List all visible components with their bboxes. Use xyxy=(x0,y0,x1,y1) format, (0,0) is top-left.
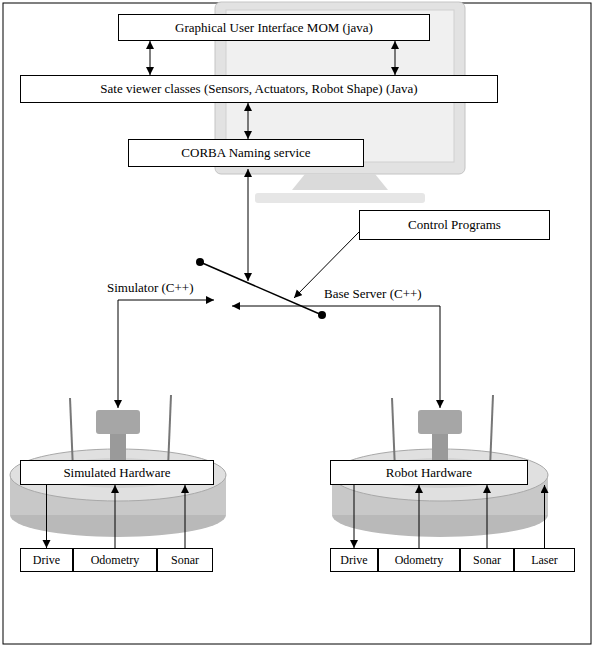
server-label: Base Server (C++) xyxy=(322,286,424,302)
component-box: Graphical User Interface MOM (java) xyxy=(118,14,430,41)
box-label: CORBA Naming service xyxy=(181,145,310,161)
box-label: Simulated Hardware xyxy=(63,465,170,481)
box-label: Drive xyxy=(33,553,60,568)
naming-link xyxy=(248,169,249,281)
arrow-connector xyxy=(46,485,47,548)
component-box: Laser xyxy=(514,548,575,572)
box-label: Odometry xyxy=(91,553,140,568)
antenna xyxy=(490,395,493,468)
arrow-connector xyxy=(115,485,116,548)
component-box: Sonar xyxy=(157,548,213,572)
box-label: Sonar xyxy=(473,553,501,568)
component-box: Odometry xyxy=(73,548,157,572)
robot-picture xyxy=(10,395,226,537)
arrow-connector xyxy=(150,41,151,75)
server-label: Simulator (C++) xyxy=(105,280,196,296)
arrow-connector xyxy=(419,485,420,548)
component-box: Drive xyxy=(330,548,378,572)
arrow-connector xyxy=(487,485,488,548)
switch-contact xyxy=(196,258,204,266)
arrow-connector xyxy=(544,485,545,548)
box-label: Sate viewer classes (Sensors, Actuators,… xyxy=(100,81,417,97)
keyboard xyxy=(255,193,425,203)
component-box: Odometry xyxy=(378,548,460,572)
box-label: Laser xyxy=(531,553,558,568)
arrow-connector xyxy=(395,41,396,75)
arrow-connector xyxy=(248,103,249,139)
monitor-stand xyxy=(292,174,388,190)
server-link xyxy=(232,306,440,408)
simulator-link xyxy=(118,300,214,408)
box-label: Control Programs xyxy=(408,217,501,233)
box-label: Graphical User Interface MOM (java) xyxy=(175,20,373,36)
box-label: Robot Hardware xyxy=(386,465,472,481)
box-label: Sonar xyxy=(171,553,199,568)
component-box: Sonar xyxy=(460,548,514,572)
component-box: Drive xyxy=(20,548,73,572)
arrow-connector xyxy=(185,485,186,548)
switch-contact xyxy=(318,311,326,319)
camera xyxy=(96,410,140,434)
component-box: Control Programs xyxy=(359,210,550,240)
component-box: CORBA Naming service xyxy=(128,139,364,167)
camera xyxy=(418,410,462,434)
box-label: Drive xyxy=(340,553,367,568)
arrow-connector xyxy=(354,485,355,548)
component-box: Sate viewer classes (Sensors, Actuators,… xyxy=(20,75,498,103)
antenna xyxy=(168,395,171,468)
box-label: Odometry xyxy=(395,553,444,568)
component-box: Simulated Hardware xyxy=(20,460,214,485)
frame xyxy=(3,3,591,644)
component-box: Robot Hardware xyxy=(330,460,528,485)
